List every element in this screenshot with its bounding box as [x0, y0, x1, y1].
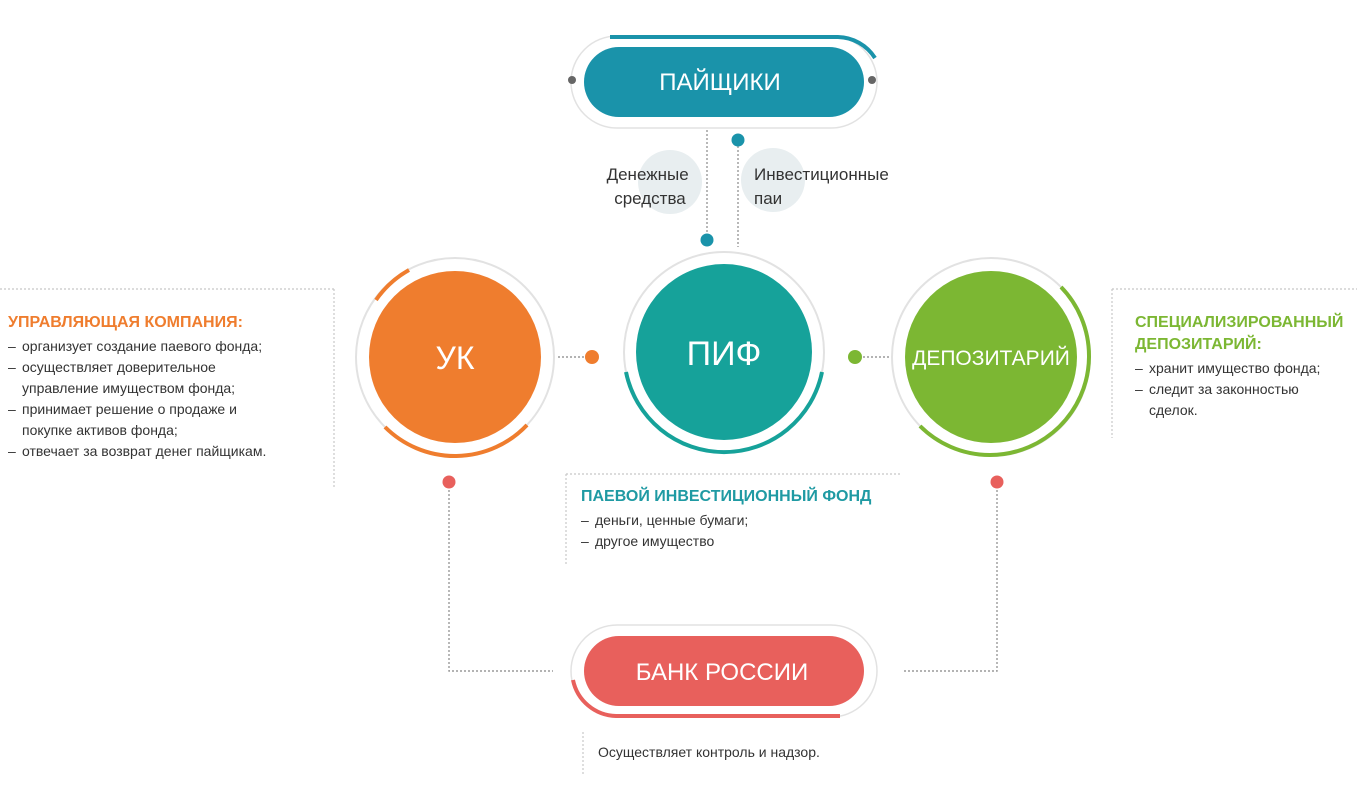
- uk-circle: [369, 271, 541, 443]
- bank-pill: [584, 636, 864, 706]
- shares-flow-label: Инвестиционные паи: [754, 165, 894, 208]
- uk-bank-dot: [442, 475, 456, 489]
- depositary-connector-dot: [848, 350, 862, 364]
- pif-assets-list: деньги, ценные бумаги; другое имущество: [581, 510, 901, 552]
- pif-circle: [636, 264, 812, 440]
- list-item: отвечает за возврат денег пайщикам.: [8, 441, 328, 462]
- shareholders-accent-arc: [610, 35, 877, 60]
- depositary-accent-arc: [918, 285, 1091, 457]
- shareholders-left-dot: [568, 76, 576, 84]
- panel-dividers: [0, 288, 1357, 776]
- depositary-description-panel: СПЕЦИАЛИЗИРОВАННЫЙ ДЕПОЗИТАРИЙ: хранит и…: [1135, 312, 1357, 421]
- money-bubble: [638, 150, 702, 214]
- depositary-node: ДЕПОЗИТАРИЙ: [891, 257, 1091, 457]
- depositary-bank-connector: [903, 482, 998, 672]
- uk-description-panel: УПРАВЛЯЮЩАЯ КОМПАНИЯ: организует создани…: [8, 312, 328, 462]
- shareholders-right-dot: [868, 76, 876, 84]
- uk-connector-dot: [585, 350, 599, 364]
- list-item: другое имущество: [581, 531, 901, 552]
- uk-accent-arc-bottom: [383, 423, 529, 459]
- depositary-panel-title: СПЕЦИАЛИЗИРОВАННЫЙ ДЕПОЗИТАРИЙ:: [1135, 314, 1344, 353]
- pif-accent-arc: [624, 371, 824, 455]
- shareholders-pill: [584, 47, 864, 117]
- depositary-duties-list: хранит имущество фонда; следит за законн…: [1135, 358, 1357, 421]
- uk-duties-list: организует создание паевого фонда; осуще…: [8, 336, 328, 462]
- shares-bubble: [741, 148, 805, 212]
- uk-label: УК: [436, 340, 475, 376]
- depositary-bank-dot: [990, 475, 1004, 489]
- uk-panel-title: УПРАВЛЯЮЩАЯ КОМПАНИЯ:: [8, 314, 243, 331]
- bank-label: БАНК РОССИИ: [636, 659, 809, 686]
- list-item: хранит имущество фонда;: [1135, 358, 1357, 379]
- depositary-label: ДЕПОЗИТАРИЙ: [912, 346, 1070, 370]
- uk-bank-connector: [448, 482, 553, 672]
- uk-node: УК: [355, 257, 555, 459]
- depositary-circle: [905, 271, 1077, 443]
- bank-description-text: Осуществляет контроль и надзор.: [598, 744, 820, 760]
- bank-node: БАНК РОССИИ: [570, 624, 878, 718]
- list-item: принимает решение о продаже и покупке ак…: [8, 399, 262, 441]
- money-flow-dot: [700, 233, 714, 247]
- uk-accent-arc-top: [374, 268, 411, 302]
- list-item: следит за законностью сделок.: [1135, 379, 1319, 421]
- pif-node: ПИФ: [623, 251, 825, 455]
- shareholders-node: ПАЙЩИКИ: [568, 35, 878, 129]
- bank-accent-arc: [571, 679, 840, 718]
- pif-panel-title: ПАЕВОЙ ИНВЕСТИЦИОННЫЙ ФОНД: [581, 488, 872, 505]
- money-flow-label: Денежные средства: [607, 165, 694, 208]
- bank-description-panel: Осуществляет контроль и надзор.: [598, 742, 918, 763]
- shareholders-label: ПАЙЩИКИ: [659, 68, 781, 96]
- pif-description-panel: ПАЕВОЙ ИНВЕСТИЦИОННЫЙ ФОНД деньги, ценны…: [581, 486, 901, 552]
- list-item: деньги, ценные бумаги;: [581, 510, 901, 531]
- list-item: осуществляет доверительное управление им…: [8, 357, 252, 399]
- pif-label: ПИФ: [687, 335, 762, 373]
- shares-flow-dot: [731, 133, 745, 147]
- list-item: организует создание паевого фонда;: [8, 336, 328, 357]
